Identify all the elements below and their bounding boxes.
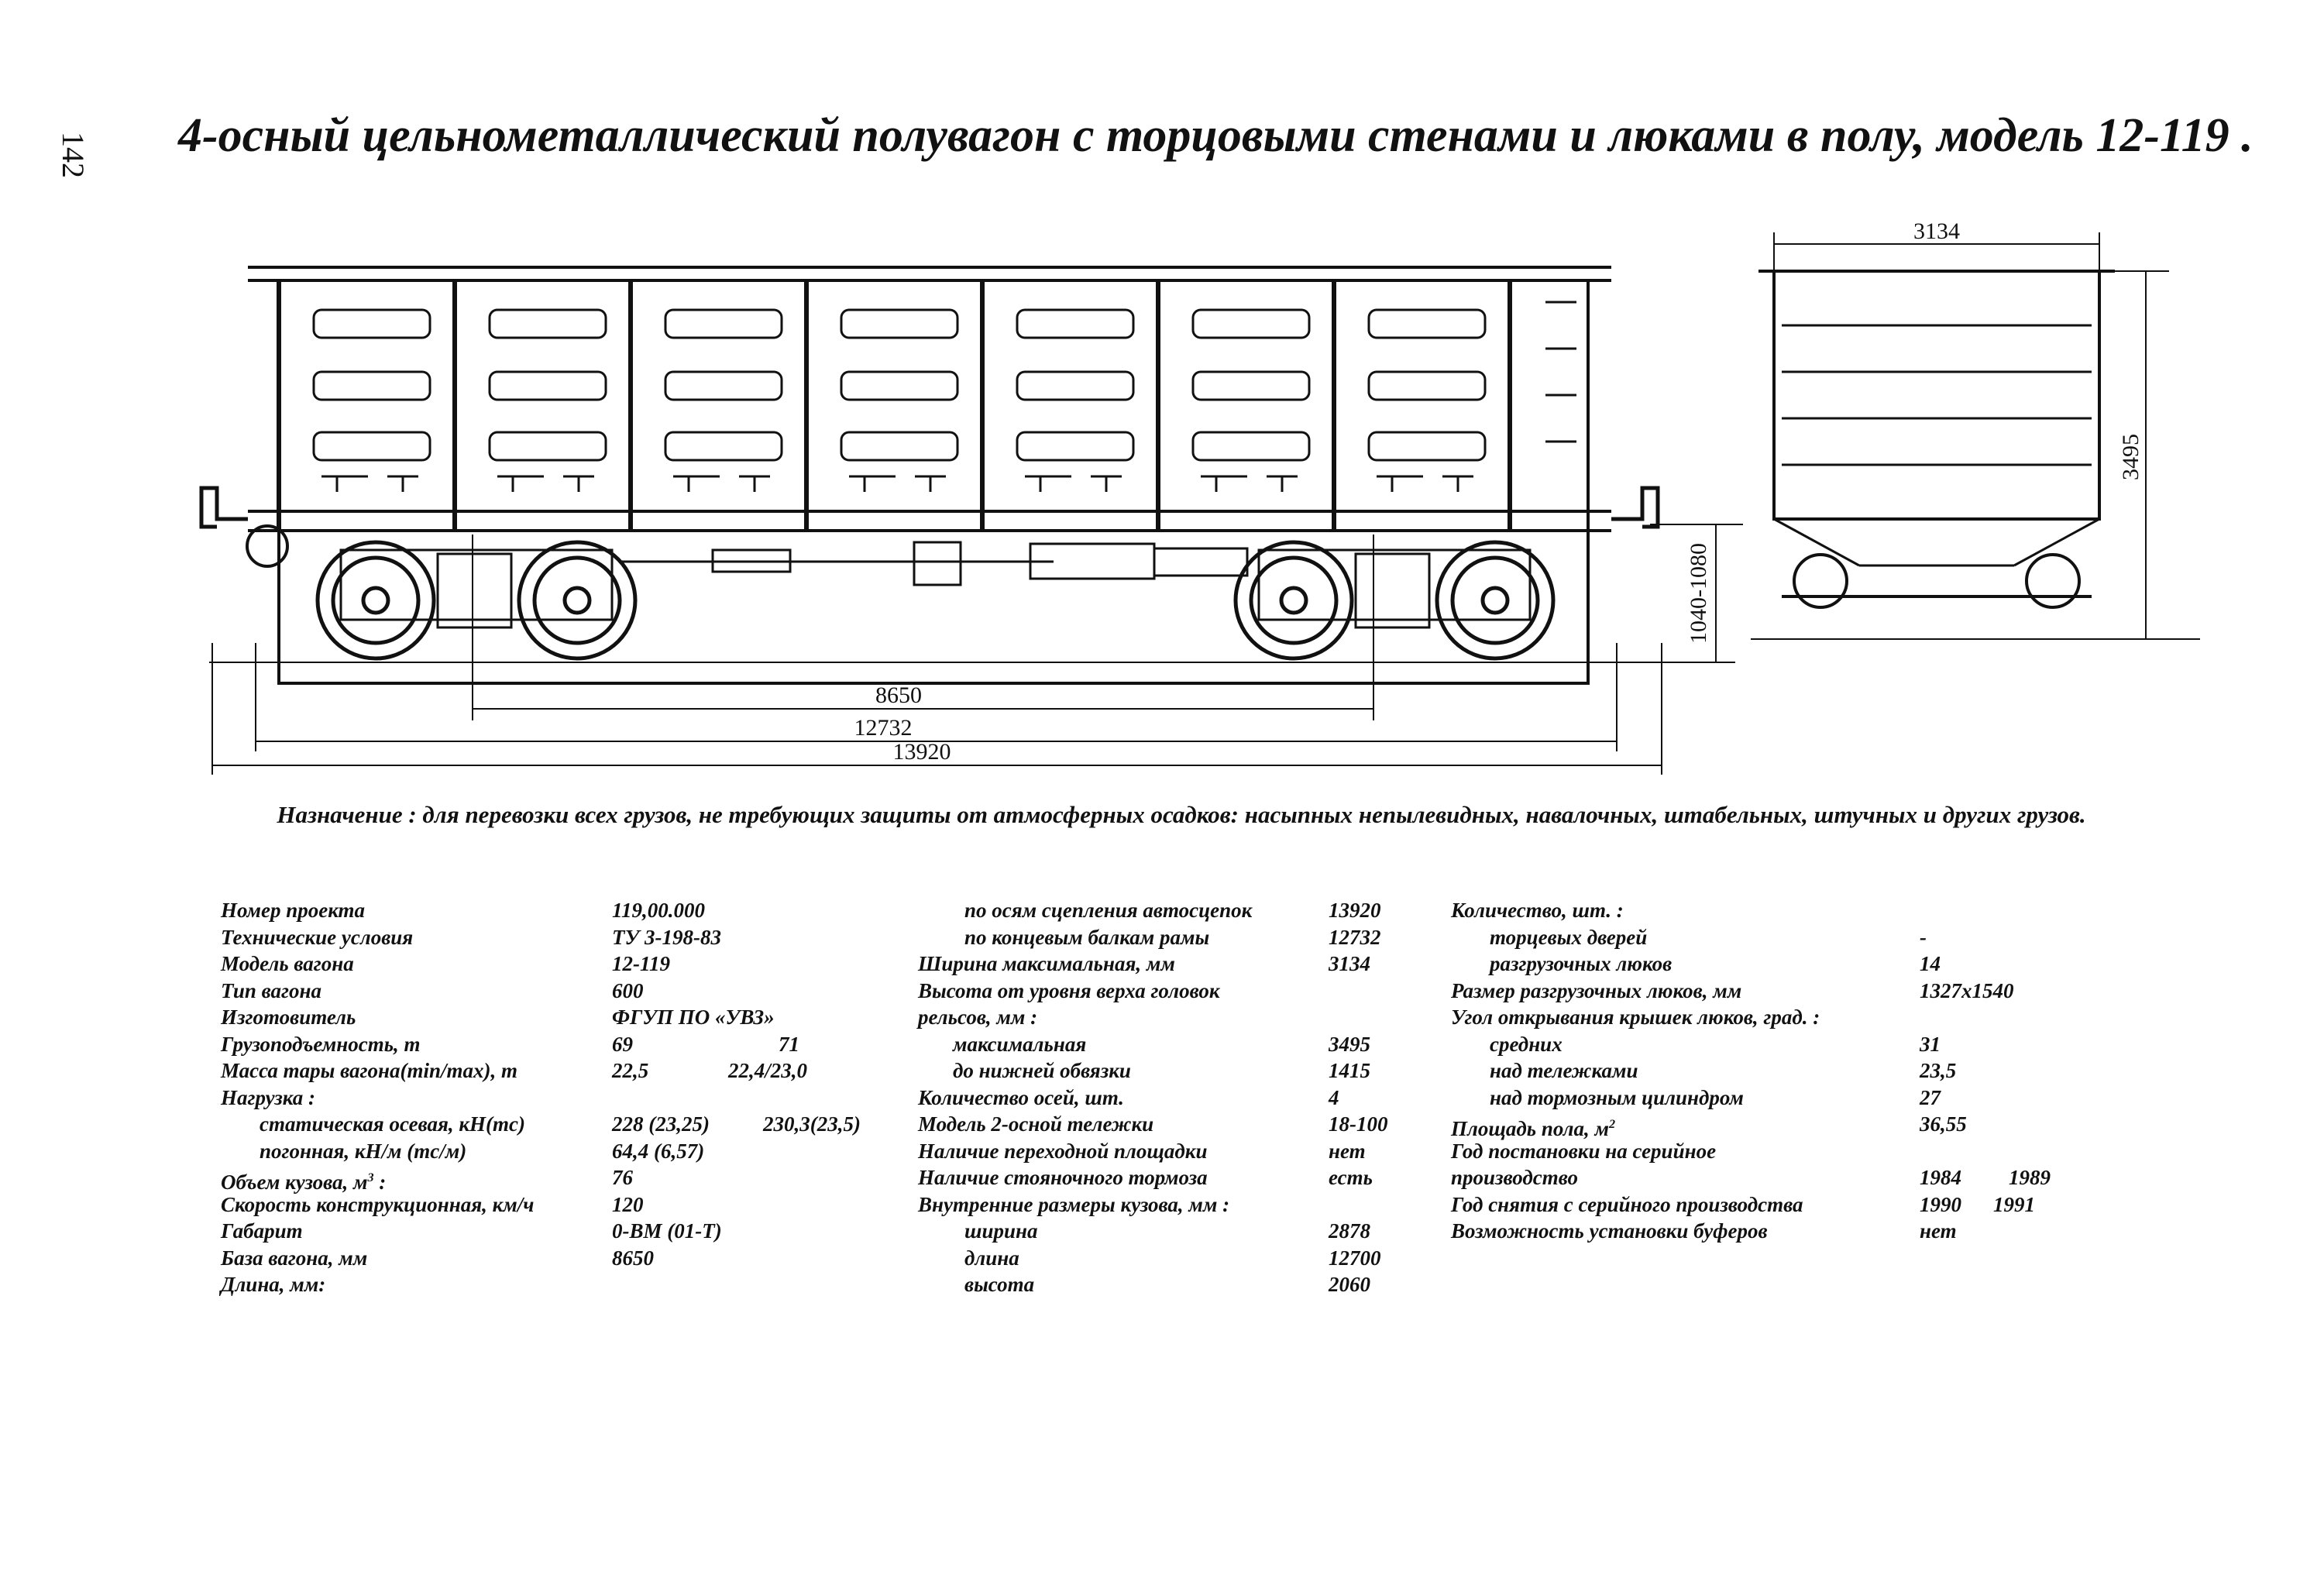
- purpose-text: Назначение : для перевозки всех грузов, …: [277, 801, 2086, 828]
- dimension-height: 3495: [2118, 434, 2144, 480]
- dimension-width: 3134: [1913, 218, 1960, 244]
- dimension-height-range: 1040-1080: [1686, 543, 1711, 644]
- dimension-coupler-length: 13920: [893, 739, 951, 765]
- page-number: 142: [56, 132, 91, 178]
- wagon-drawing: 8650 12732 13920 1040-1080 3134 3495: [199, 218, 2200, 775]
- page-title: 4-осный цельнометаллический полувагон с …: [178, 109, 2254, 162]
- dimension-frame-length: 12732: [854, 715, 913, 741]
- dimension-base: 8650: [875, 682, 922, 708]
